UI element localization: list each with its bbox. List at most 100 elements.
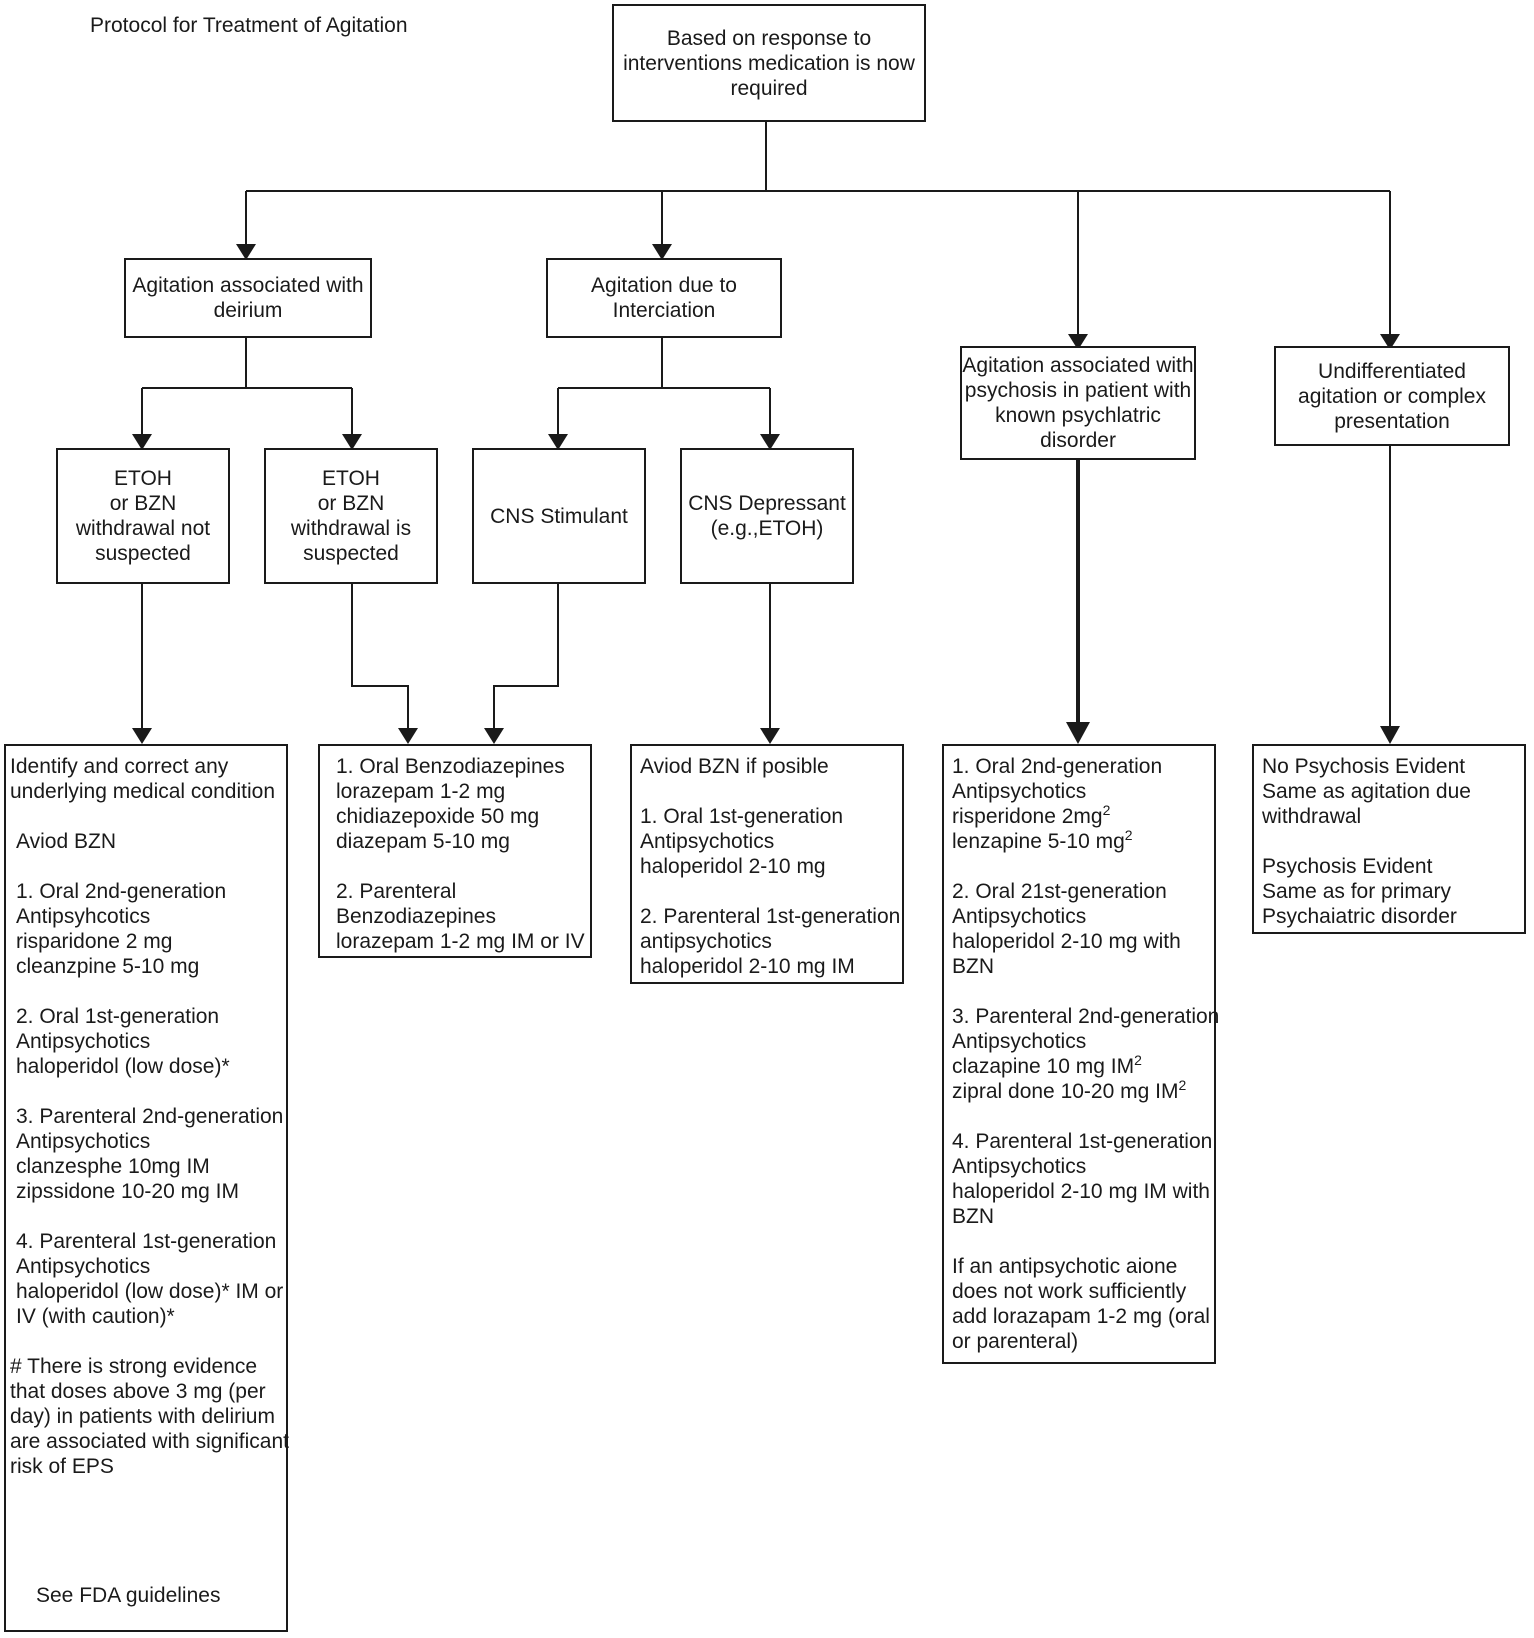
treatment-line: BZN bbox=[952, 1205, 994, 1228]
cns-dep-line: CNS Depressant bbox=[688, 492, 846, 515]
etoh-not-line: withdrawal not bbox=[75, 517, 211, 540]
treatment-line: Antipsychotics bbox=[952, 1155, 1087, 1178]
cns-stim-line: CNS Stimulant bbox=[490, 504, 628, 528]
treatment-line: If an antipsychotic aione bbox=[952, 1255, 1178, 1278]
treatment-line: Antipsychotics bbox=[952, 1030, 1087, 1053]
footnote-line: # There is strong evidence bbox=[10, 1355, 258, 1378]
etoh-is-line: suspected bbox=[303, 542, 399, 565]
treatment-line: 4. Parenteral 1st-generation bbox=[952, 1130, 1213, 1153]
psychosis-box: Agitation associated with psychosis in p… bbox=[960, 346, 1196, 460]
etoh-not-line: suspected bbox=[95, 542, 191, 565]
treatment-line: antipsychotics bbox=[640, 930, 772, 953]
treatment-line: Psychaiatric disorder bbox=[1262, 905, 1457, 928]
treatment-line: haloperidol 2-10 mg IM bbox=[640, 955, 855, 978]
treatment-line: 2. Parenteral bbox=[336, 880, 457, 903]
root-box: Based on response to interventions medic… bbox=[612, 4, 926, 122]
treatment-line: No Psychosis Evident bbox=[1262, 755, 1466, 778]
psychosis-line: psychosis in patient with bbox=[964, 379, 1192, 402]
undifferentiated-line: agitation or complex bbox=[1298, 384, 1486, 408]
treatment-line: does not work sufficiently bbox=[952, 1280, 1187, 1303]
treatment-line: zipssidone 10-20 mg IM bbox=[16, 1180, 239, 1203]
treatment-line: Same as for primary bbox=[1262, 880, 1452, 903]
treatment-line: Aviod BZN if posible bbox=[640, 755, 829, 778]
etoh-not-suspected-box: ETOH or BZN withdrawal not suspected bbox=[56, 448, 230, 584]
treatment-line: add lorazapam 1-2 mg (oral bbox=[952, 1305, 1210, 1328]
undifferentiated-line: presentation bbox=[1334, 409, 1450, 433]
treatment-line: BZN bbox=[952, 955, 994, 978]
treatment-line: haloperidol 2-10 mg IM with bbox=[952, 1180, 1210, 1203]
treatment-line: clanzesphe 10mg IM bbox=[16, 1155, 210, 1178]
treatment-line: lorazepam 1-2 mg bbox=[336, 780, 506, 803]
footnote-mark: 2 bbox=[1178, 1077, 1187, 1093]
intoxication-box: Agitation due to Interciation bbox=[546, 258, 782, 338]
treatment-line: Same as agitation due bbox=[1262, 780, 1471, 803]
psychosis-line: disorder bbox=[1040, 429, 1116, 452]
treatment-line: 1. Oral Benzodiazepines bbox=[336, 755, 565, 778]
footnote-line: that doses above 3 mg (per bbox=[10, 1380, 266, 1403]
fda-guidelines-note: See FDA guidelines bbox=[36, 1584, 221, 1607]
treatment-line: clazapine 10 mg IM2 bbox=[952, 1052, 1208, 1079]
treatment-line: Benzodiazepines bbox=[336, 905, 496, 928]
root-line: interventions medication is now bbox=[623, 51, 915, 75]
treatment-line: haloperidol (low dose)* IM or bbox=[16, 1280, 284, 1303]
etoh-is-line: ETOH bbox=[322, 467, 380, 490]
treatment-line: haloperidol (low dose)* bbox=[16, 1055, 230, 1078]
footnote-mark: 2 bbox=[1102, 802, 1111, 818]
treatment-line: Identify and correct any bbox=[10, 755, 229, 778]
etoh-is-line: or BZN bbox=[317, 492, 385, 515]
treatment-line: cleanzpine 5-10 mg bbox=[16, 955, 200, 978]
treatment-line: Antipsychotics bbox=[16, 1255, 151, 1278]
delirium-line: Agitation associated with bbox=[132, 274, 364, 297]
treatment-line: Antipsychotics bbox=[952, 905, 1087, 928]
treatment-line: risperidone 2mg2 bbox=[952, 802, 1208, 829]
etoh-suspected-box: ETOH or BZN withdrawal is suspected bbox=[264, 448, 438, 584]
etoh-is-line: withdrawal is bbox=[290, 517, 412, 540]
treatment-line: 2. Oral 1st-generation bbox=[16, 1005, 220, 1028]
treatment-line: chidiazepoxide 50 mg bbox=[336, 805, 540, 828]
footnote-mark: 2 bbox=[1134, 1052, 1142, 1068]
treatment-line: haloperidol 2-10 mg with bbox=[952, 930, 1181, 953]
dose-text: clazapine 10 mg IM bbox=[952, 1055, 1135, 1078]
treatment-line: 3. Parenteral 2nd-generation bbox=[952, 1005, 1220, 1028]
treatment-line: 1. Oral 1st-generation bbox=[640, 805, 844, 828]
treatment-line: 2. Oral 21st-generation bbox=[952, 880, 1167, 903]
delirium-line: deirium bbox=[213, 299, 283, 322]
cns-dep-line: (e.g.,ETOH) bbox=[710, 517, 824, 540]
treatment-line: Antipsychotics bbox=[640, 830, 775, 853]
treatment-line: lorazepam 1-2 mg IM or IV bbox=[336, 930, 585, 953]
treatment-line: Psychosis Evident bbox=[1262, 855, 1433, 878]
treatment-line: IV (with caution)* bbox=[16, 1305, 175, 1328]
dose-text: zipral done 10-20 mg IM bbox=[952, 1080, 1179, 1103]
treatment-line: 1. Oral 2nd-generation bbox=[16, 880, 227, 903]
treatment-line: 4. Parenteral 1st-generation bbox=[16, 1230, 277, 1253]
footnote-line: day) in patients with delirium bbox=[10, 1405, 275, 1428]
intoxication-line: Interciation bbox=[612, 299, 716, 322]
root-line: Based on response to bbox=[666, 26, 872, 50]
treatment-line: lenzapine 5-10 mg2 bbox=[952, 827, 1208, 854]
undifferentiated-line: Undifferentiated bbox=[1318, 359, 1466, 383]
treatment-line: risparidone 2 mg bbox=[16, 930, 173, 953]
page-title: Protocol for Treatment of Agitation bbox=[90, 14, 408, 37]
delirium-box: Agitation associated with deirium bbox=[124, 258, 372, 338]
cns-depressant-box: CNS Depressant (e.g.,ETOH) bbox=[680, 448, 854, 584]
etoh-not-line: ETOH bbox=[114, 467, 172, 490]
psychosis-treatment-box: 1. Oral 2nd-generation Antipsychotics ri… bbox=[942, 744, 1220, 1364]
treatment-line: Antipsychotics bbox=[16, 1030, 151, 1053]
etoh-not-line: or BZN bbox=[109, 492, 177, 515]
intoxication-line: Agitation due to bbox=[591, 274, 737, 297]
treatment-line: haloperidol 2-10 mg bbox=[640, 855, 826, 878]
delirium-treatment-box: Identify and correct any underlying medi… bbox=[4, 744, 289, 1632]
root-line: required bbox=[730, 76, 808, 100]
dose-text: lenzapine 5-10 mg bbox=[952, 830, 1125, 853]
treatment-line: 3. Parenteral 2nd-generation bbox=[16, 1105, 284, 1128]
undifferentiated-treatment-box: No Psychosis Evident Same as agitation d… bbox=[1252, 744, 1526, 934]
benzodiazepine-treatment-box: 1. Oral Benzodiazepines lorazepam 1-2 mg… bbox=[318, 744, 592, 958]
cns-stimulant-box: CNS Stimulant bbox=[472, 448, 646, 584]
psychosis-line: Agitation associated with bbox=[962, 354, 1194, 377]
undifferentiated-box: Undifferentiated agitation or complex pr… bbox=[1274, 346, 1510, 446]
treatment-line: or parenteral) bbox=[952, 1330, 1079, 1353]
treatment-line: diazepam 5-10 mg bbox=[336, 830, 510, 853]
footnote-line: risk of EPS bbox=[10, 1455, 114, 1478]
footnote-mark: 2 bbox=[1124, 827, 1133, 843]
